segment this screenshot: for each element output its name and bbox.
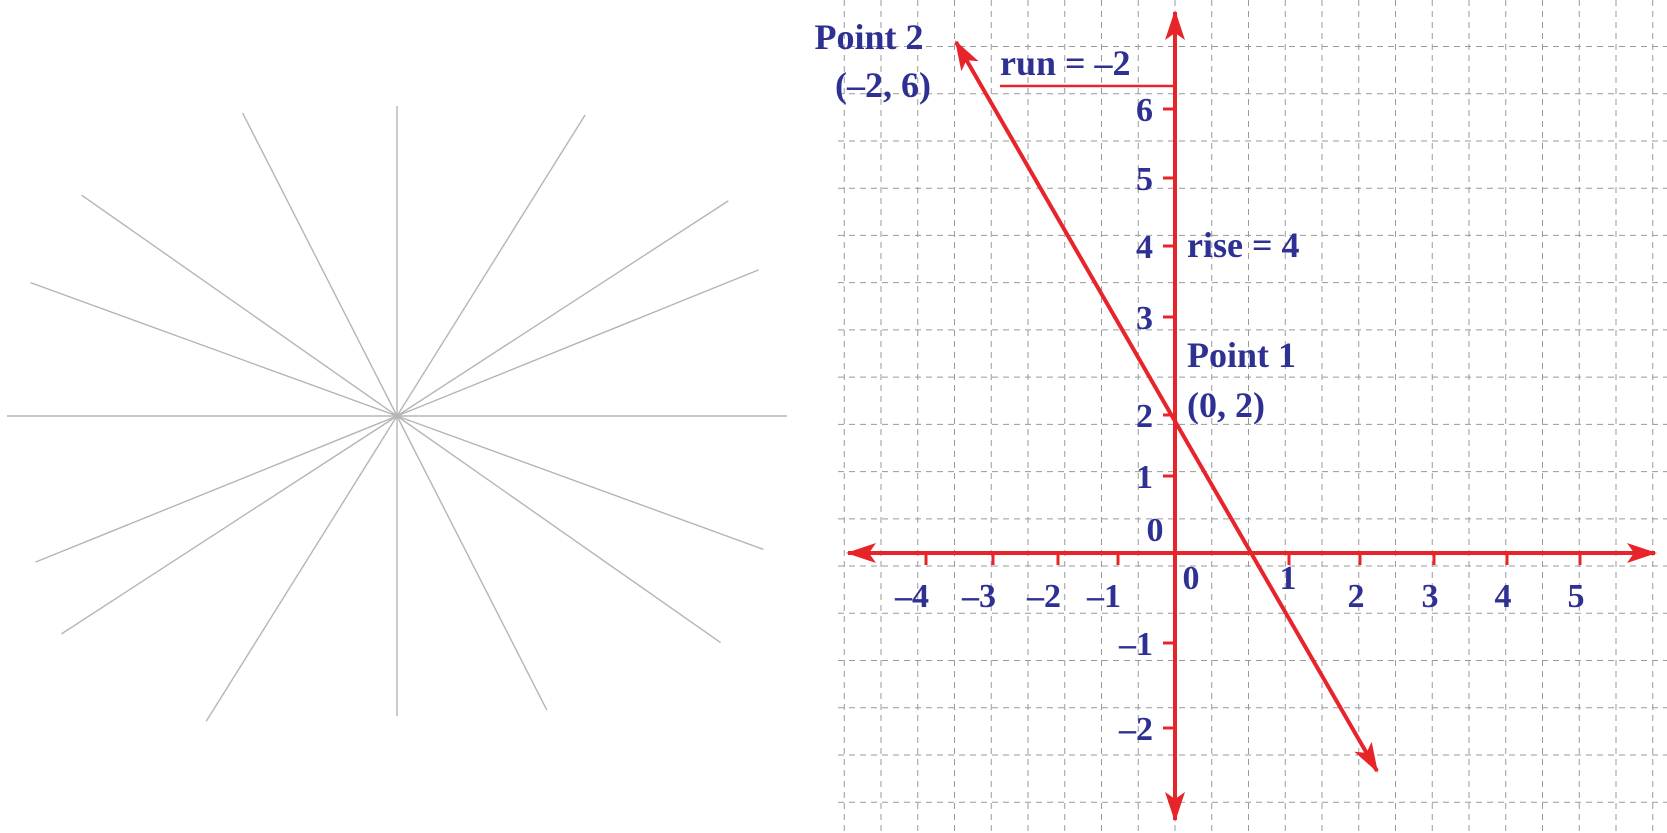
x-tick-label: 1 xyxy=(1280,560,1297,597)
starburst-ray xyxy=(396,114,586,417)
y-tick-label: –1 xyxy=(1118,626,1153,663)
run-label: run = –2 xyxy=(1000,43,1131,83)
rise-label: rise = 4 xyxy=(1187,225,1299,265)
y-tick-label: 4 xyxy=(1136,229,1153,266)
y-tick-label: 3 xyxy=(1136,300,1153,337)
slope-line xyxy=(954,40,1379,773)
y-tick-label: 1 xyxy=(1136,459,1153,496)
starburst-ray xyxy=(205,415,398,722)
x-tick-label: 5 xyxy=(1568,578,1585,615)
x-tick-label: 2 xyxy=(1348,578,1365,615)
point-2-coords: (–2, 6) xyxy=(835,65,931,105)
origin-x-label: 0 xyxy=(1183,560,1200,597)
x-tick-label: 3 xyxy=(1422,578,1439,615)
starburst-ray xyxy=(35,415,398,563)
starburst-ray xyxy=(81,194,398,417)
labels: –4 –3 –2 –1 1 2 3 4 5 –2 –1 1 2 3 4 5 6 00 Point 2 (–2, 6) P… xyxy=(814,17,1584,748)
starburst-lines xyxy=(7,106,787,722)
origin-y-label: 0 xyxy=(1147,512,1164,549)
starburst-ray xyxy=(242,112,398,417)
starburst-ray xyxy=(61,415,398,635)
x-tick-label: –1 xyxy=(1086,578,1121,615)
x-tick-label: 4 xyxy=(1495,578,1512,615)
x-tick-label: –4 xyxy=(894,578,929,615)
point-1-name: Point 1 xyxy=(1187,335,1296,375)
y-tick-label: –2 xyxy=(1118,711,1153,748)
starburst-ray xyxy=(396,200,729,417)
starburst-ray xyxy=(396,415,764,551)
slope-line-path xyxy=(954,40,1379,773)
starburst-ray xyxy=(396,269,759,417)
point-1-coords: (0, 2) xyxy=(1187,385,1265,425)
x-tick-label: –3 xyxy=(961,578,996,615)
starburst-ray xyxy=(396,415,721,644)
y-tick-label: 6 xyxy=(1136,92,1153,129)
point-2-name: Point 2 xyxy=(814,17,923,57)
starburst-ray xyxy=(30,281,398,417)
starburst-ray xyxy=(396,415,548,711)
x-tick-label: –2 xyxy=(1026,578,1061,615)
y-tick-label: 5 xyxy=(1136,161,1153,198)
y-tick-label: 2 xyxy=(1136,398,1153,435)
